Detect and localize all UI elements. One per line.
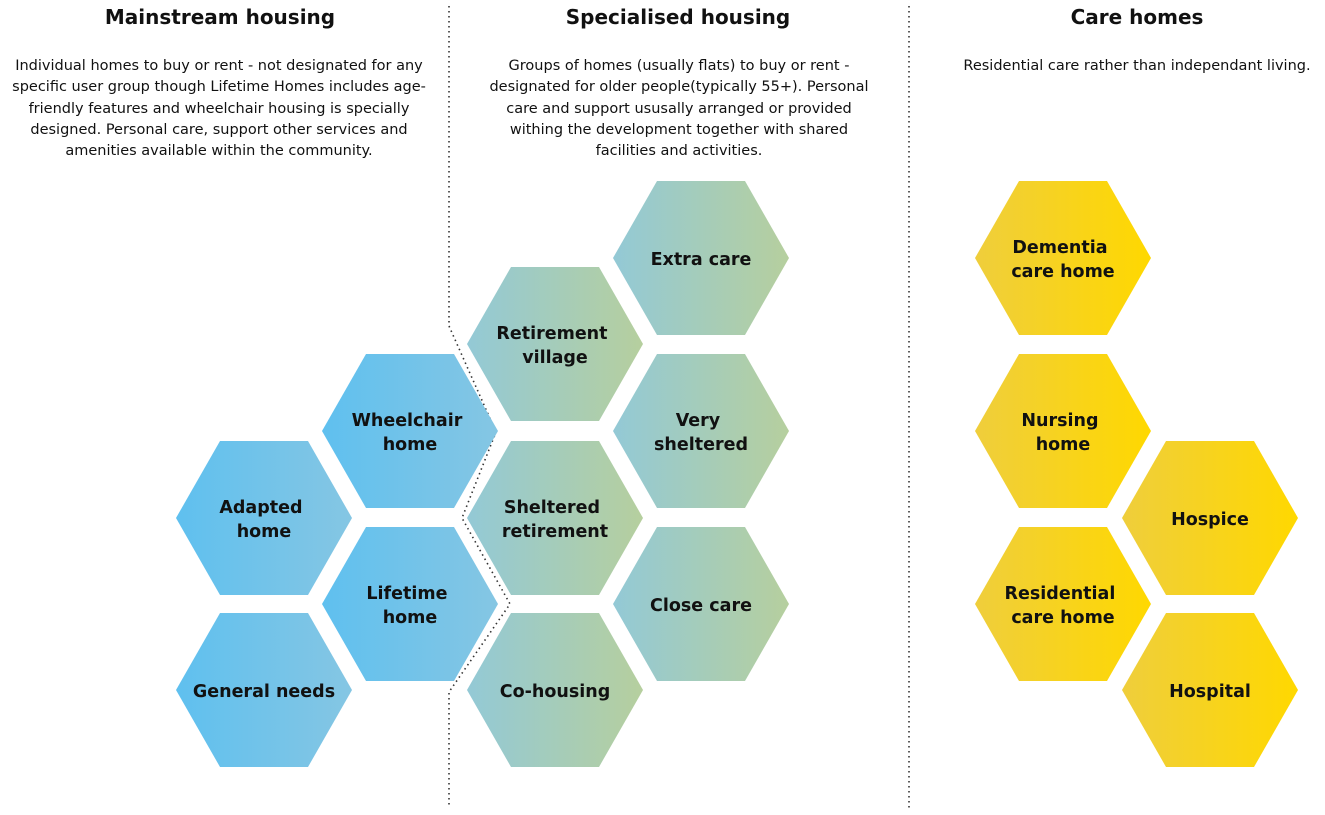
hexagon-shape bbox=[467, 441, 643, 595]
hex-dementia-care-home: Dementia care home bbox=[975, 181, 1151, 335]
hex-hospice: Hospice bbox=[1122, 441, 1298, 595]
hex-label-co-housing: Co-housing bbox=[500, 682, 610, 702]
hexagon-shape bbox=[322, 527, 498, 681]
hexagon-shape bbox=[613, 354, 789, 508]
mainstream-specialised-divider bbox=[448, 6, 511, 808]
hex-label-lifetime-home: Lifetime home bbox=[366, 584, 453, 628]
hex-label-nursing-home: Nursing home bbox=[1021, 411, 1104, 455]
hexagon-shape bbox=[176, 441, 352, 595]
hexagon-shape bbox=[975, 181, 1151, 335]
hex-label-residential-care-home: Residential care home bbox=[1005, 584, 1122, 628]
mainstream-housing-description: Individual homes to buy or rent - not de… bbox=[12, 58, 426, 160]
hexagon-shape bbox=[613, 181, 789, 335]
hex-label-sheltered-retirement: Sheltered retirement bbox=[502, 498, 608, 542]
hex-co-housing: Co-housing bbox=[467, 613, 643, 767]
hex-wheelchair-home: Wheelchair home bbox=[322, 354, 498, 508]
hex-label-retirement-village: Retirement village bbox=[496, 324, 613, 368]
care-homes-description: Residential care rather than independant… bbox=[963, 58, 1311, 74]
hex-retirement-village: Retirement village bbox=[467, 267, 643, 421]
hex-general-needs: General needs bbox=[176, 613, 352, 767]
hexagon-shape bbox=[613, 527, 789, 681]
hex-lifetime-home: Lifetime home bbox=[322, 527, 498, 681]
hex-label-general-needs: General needs bbox=[193, 682, 335, 702]
hex-label-close-care: Close care bbox=[650, 596, 752, 616]
hex-extra-care: Extra care bbox=[613, 181, 789, 335]
hex-label-wheelchair-home: Wheelchair home bbox=[352, 411, 469, 455]
mainstream-housing-title: Mainstream housing bbox=[104, 5, 336, 29]
hexagon-shape bbox=[1122, 613, 1298, 767]
hex-label-dementia-care-home: Dementia care home bbox=[1011, 238, 1114, 282]
hex-nursing-home: Nursing home bbox=[975, 354, 1151, 508]
hex-label-extra-care: Extra care bbox=[651, 250, 752, 270]
care-homes-title: Care homes bbox=[1070, 5, 1204, 29]
hex-hospital: Hospital bbox=[1122, 613, 1298, 767]
hexagon-shape bbox=[176, 613, 352, 767]
hex-label-very-sheltered: Very sheltered bbox=[654, 411, 748, 455]
hexagon-shape bbox=[322, 354, 498, 508]
hex-adapted-home: Adapted home bbox=[176, 441, 352, 595]
hex-sheltered-retirement: Sheltered retirement bbox=[467, 441, 643, 595]
hex-label-hospice: Hospice bbox=[1171, 510, 1249, 530]
hexagon-shape bbox=[467, 613, 643, 767]
hexagon-shape bbox=[1122, 441, 1298, 595]
hexagon-shape bbox=[975, 527, 1151, 681]
hexagon-shape bbox=[975, 354, 1151, 508]
hex-label-hospital: Hospital bbox=[1169, 682, 1251, 702]
hexagon-shape bbox=[467, 267, 643, 421]
hex-residential-care-home: Residential care home bbox=[975, 527, 1151, 681]
specialised-housing-description: Groups of homes (usually flats) to buy o… bbox=[489, 58, 869, 160]
hex-label-adapted-home: Adapted home bbox=[219, 498, 308, 542]
hex-close-care: Close care bbox=[613, 527, 789, 681]
specialised-housing-title: Specialised housing bbox=[565, 5, 791, 29]
hex-very-sheltered: Very sheltered bbox=[613, 354, 789, 508]
